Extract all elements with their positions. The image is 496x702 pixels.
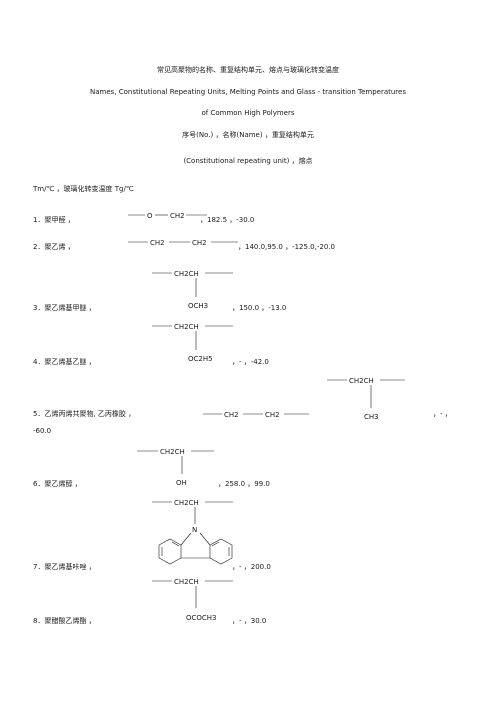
entry-4-group-backbone: CH2CH bbox=[174, 323, 199, 331]
entry-5-values: ，- ， bbox=[433, 410, 452, 418]
entry-4-values: ，- ，-42.0 bbox=[232, 358, 269, 366]
entry-6-values: ，258.0 ，99.0 bbox=[218, 480, 270, 488]
entry-8-group-backbone: CH2CH bbox=[174, 578, 199, 586]
entry-5-group-side: CH3 bbox=[364, 413, 379, 421]
title-english-line-1: Names, Constitutional Repeating Units, M… bbox=[89, 88, 406, 96]
entry-1-label: 1．聚甲醛 ， bbox=[33, 216, 75, 224]
temperature-header: Tm/℃ ，玻璃化转变温度 Tg/℃ bbox=[33, 185, 134, 193]
title-chinese: 常见高聚物的名称、重复结构单元、熔点与玻璃化转变温度 bbox=[157, 66, 339, 74]
entry-4-label: 4．聚乙烯基乙醚 ， bbox=[33, 358, 96, 366]
entry-8-values: ，- ，30.0 bbox=[232, 617, 267, 625]
entry-6-structure: CH2CH OH bbox=[137, 448, 214, 487]
entry-2-structure: CH2 CH2 bbox=[128, 239, 238, 247]
title-english-line-2: of Common High Polymers bbox=[201, 109, 295, 117]
entry-4-group-side: OC2H5 bbox=[188, 355, 213, 363]
entry-3-values: ，150.0 ，-13.0 bbox=[232, 304, 287, 312]
entry-3-group-backbone: CH2CH bbox=[174, 270, 199, 278]
entry-5-values-continued: -60.0 bbox=[33, 427, 52, 435]
entry-1-values: ，182.5 ，-30.0 bbox=[200, 216, 255, 224]
benzene-ring-right-icon bbox=[209, 538, 233, 565]
entry-1-group-o: O bbox=[147, 212, 153, 220]
entry-7-group-nitrogen: N bbox=[192, 526, 197, 534]
column-header-chinese: 序号(No.) ，名称(Name) ，重复结构单元 bbox=[182, 131, 314, 139]
entry-7-values: ，- ，200.0 bbox=[232, 563, 271, 571]
benzene-ring-left-icon bbox=[158, 538, 182, 565]
entry-2-group-ch2-a: CH2 bbox=[150, 239, 165, 247]
entry-6-group-side: OH bbox=[176, 479, 187, 487]
entry-6-label: 6．聚乙烯醇 ， bbox=[33, 480, 82, 488]
entry-2-values: ，140.0,95.0 ，-125.0,-20.0 bbox=[238, 243, 335, 251]
entry-5-group-backbone: CH2CH bbox=[349, 377, 374, 385]
entry-5-label: 5．乙烯丙烯共聚物, 乙丙橡胶 ， bbox=[33, 410, 136, 418]
entry-8-structure: CH2CH OCOCH3 bbox=[152, 578, 233, 622]
entry-2-label: 2．聚乙烯 ， bbox=[33, 243, 75, 251]
entry-5-group-ch2-a: CH2 bbox=[224, 411, 239, 419]
entry-3-label: 3．聚乙烯基甲醚 ， bbox=[33, 304, 96, 312]
entry-3-group-side: OCH3 bbox=[188, 302, 208, 310]
entry-1-structure: O CH2 bbox=[128, 212, 207, 220]
entry-8-group-side: OCOCH3 bbox=[186, 614, 217, 622]
entry-3-structure: CH2CH OCH3 bbox=[152, 270, 233, 310]
entry-5-group-ch2-b: CH2 bbox=[265, 411, 280, 419]
entry-2-group-ch2-b: CH2 bbox=[192, 239, 207, 247]
entry-7-group-backbone: CH2CH bbox=[174, 499, 199, 507]
entry-4-structure: CH2CH OC2H5 bbox=[152, 323, 233, 363]
entry-7-structure: CH2CH N bbox=[152, 499, 233, 565]
entry-7-label: 7．聚乙烯基咔唑 ， bbox=[33, 563, 96, 571]
entry-6-group-backbone: CH2CH bbox=[160, 448, 185, 456]
entry-8-label: 8．聚醋酸乙烯酯 ， bbox=[33, 617, 96, 625]
entry-1-group-ch2: CH2 bbox=[170, 212, 185, 220]
column-header-english: (Constitutional repeating unit) ，熔点 bbox=[183, 157, 313, 165]
entry-5-structure: CH2 CH2 CH2CH CH3 bbox=[203, 377, 405, 421]
